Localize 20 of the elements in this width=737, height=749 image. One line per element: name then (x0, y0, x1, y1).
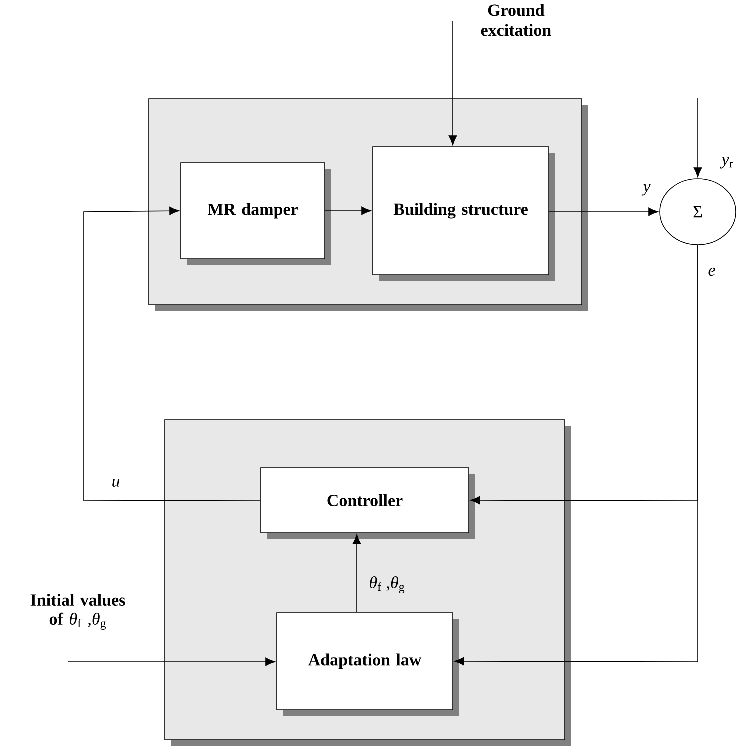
signal-label: u (112, 479, 120, 487)
arrow (454, 245, 698, 666)
block-box: Controller (260, 468, 475, 539)
signal-label: y$_{r}$ (720, 157, 734, 169)
signal-label: θ$_{f}$ ,θ$_{g}$ (370, 576, 405, 594)
signal-label: Initial values of θ$_{f}$ ,θ$_{g}$ (30, 594, 126, 630)
block-box: Adaptation law (276, 612, 459, 716)
signal-label: y (642, 184, 651, 196)
arrow (448, 20, 458, 146)
input-label: Ground excitation (481, 4, 552, 36)
block-box: Building structure (372, 146, 555, 281)
summing-junction: Σ (660, 178, 736, 246)
arrow (352, 534, 362, 613)
signal-label: e (708, 268, 716, 276)
arrow (84, 206, 261, 502)
arrow (694, 98, 702, 178)
arrow (325, 206, 372, 216)
arrow (549, 208, 658, 216)
arrow (68, 658, 276, 666)
block-box: MR damper (180, 162, 331, 265)
